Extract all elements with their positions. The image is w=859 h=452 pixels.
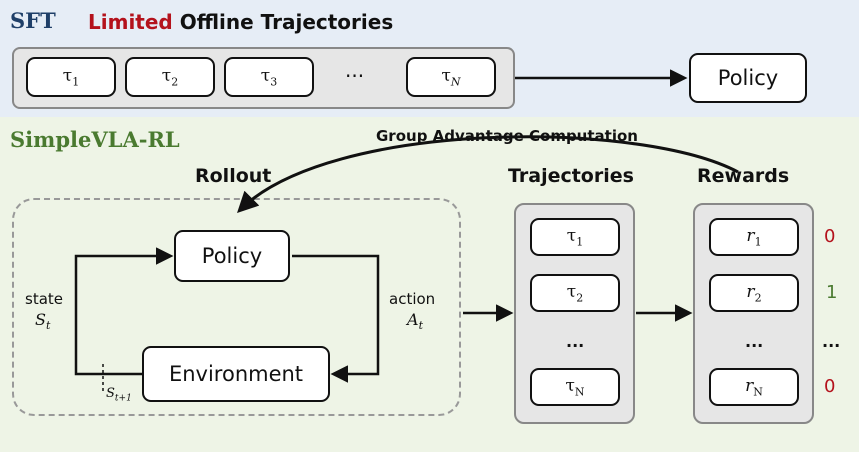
next-state-symbol: St+1 [106, 386, 132, 404]
reward-value-n: 0 [824, 376, 836, 397]
rl-trajectory-box: τ2 [530, 274, 620, 312]
sft-trajectory-box: τN [406, 57, 496, 97]
trajectory-label: τ1 [566, 225, 584, 249]
trajectory-label: τN [441, 65, 461, 89]
reward-value-2: 1 [826, 282, 838, 303]
trajectory-label: τ2 [566, 281, 584, 305]
reward-box: r1 [709, 218, 799, 256]
reward-label: rN [745, 375, 763, 399]
reward-value-1: 0 [824, 226, 836, 247]
rollout-header: Rollout [195, 165, 272, 187]
action-label: action [389, 290, 436, 308]
sft-title: SFT [10, 8, 56, 33]
state-label: state [25, 290, 63, 308]
rollout-region [12, 198, 461, 416]
reward-box: rN [709, 368, 799, 406]
rl-policy-box: Policy [174, 230, 290, 282]
reward-ellipsis: ... [745, 332, 764, 351]
state-arrow [74, 247, 174, 376]
sft-trajectory-box: τ3 [224, 57, 314, 97]
group-advantage-arrow [237, 135, 739, 213]
sft-subtitle: Limited Offline Trajectories [88, 10, 393, 34]
trajectory-label: τN [565, 375, 585, 399]
policy-label: Policy [717, 66, 779, 90]
sft-trajectory-box: τ1 [26, 57, 116, 97]
action-symbol: At [407, 310, 423, 333]
sft-trajectory-box: τ2 [125, 57, 215, 97]
reward-box: r2 [709, 274, 799, 312]
reward-label: r2 [746, 281, 762, 305]
simplevla-rl-title: SimpleVLA-RL [10, 127, 180, 152]
rewards-header: Rewards [697, 165, 790, 187]
trajectory-label: τ1 [62, 65, 80, 89]
trajectory-label: τ3 [260, 65, 278, 89]
rl-trajectory-box: τ1 [530, 218, 620, 256]
rl-trajectory-box: τN [530, 368, 620, 406]
reward-value-ellipsis: ... [822, 332, 841, 351]
state-symbol: St [35, 310, 51, 333]
sft-policy-box: Policy [689, 53, 807, 103]
policy-label: Policy [201, 244, 263, 268]
action-arrow [292, 254, 380, 383]
limited-word: Limited [88, 10, 173, 34]
environment-label: Environment [168, 362, 304, 386]
trajectories-header: Trajectories [508, 165, 634, 187]
reward-label: r1 [746, 225, 762, 249]
trajectory-label: τ2 [161, 65, 179, 89]
trajectory-ellipsis: ... [566, 332, 585, 351]
environment-box: Environment [142, 346, 330, 402]
offline-trajectories-label: Offline Trajectories [179, 10, 394, 34]
sft-ellipsis: ··· [345, 64, 365, 88]
